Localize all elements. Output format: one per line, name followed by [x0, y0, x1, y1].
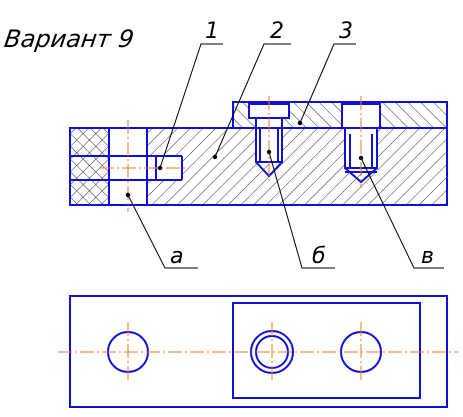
- leader-3: [299, 43, 356, 124]
- leader-1: [159, 43, 223, 169]
- leaders: [127, 43, 444, 269]
- leader-v: [360, 157, 444, 269]
- leader-2: [214, 43, 291, 158]
- leader-b: [268, 151, 335, 269]
- callout-a: а: [170, 244, 183, 269]
- callout-v: в: [421, 244, 434, 269]
- variant-title: Вариант 9: [3, 25, 136, 53]
- section-view: [69, 96, 448, 212]
- screw1-head-cavity: [249, 104, 289, 118]
- callout-2: 2: [270, 19, 284, 44]
- callout-3: 3: [339, 19, 353, 44]
- plan-view: [58, 295, 458, 408]
- leader-a: [127, 194, 198, 269]
- callout-1: 1: [205, 19, 219, 44]
- plan-top-plate-outline: [232, 302, 421, 399]
- callout-b: б: [312, 244, 326, 269]
